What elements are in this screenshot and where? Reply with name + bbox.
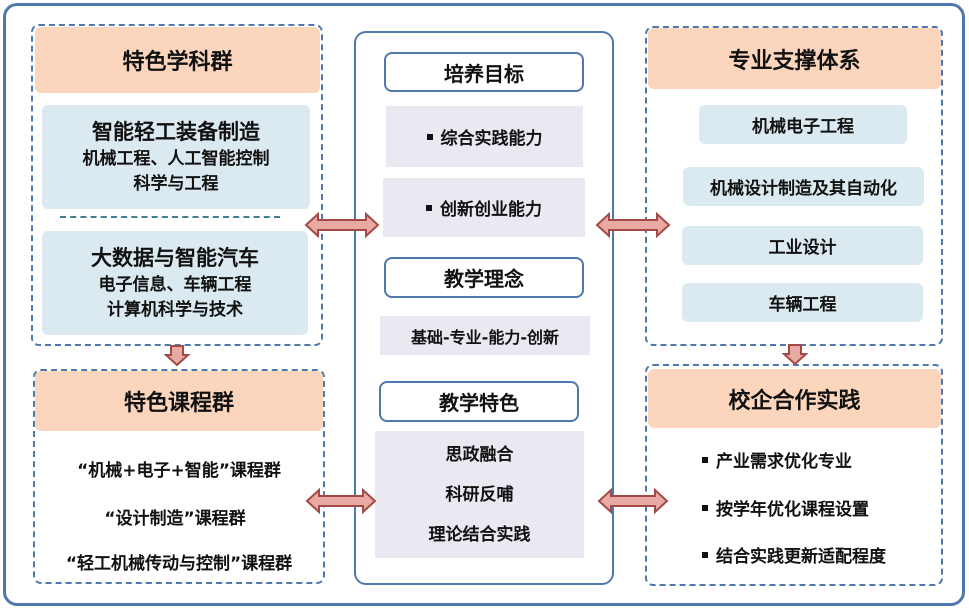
cooperation-title: 校企合作实践 — [648, 369, 941, 428]
outer-frame — [3, 3, 965, 606]
goal-item-box: 创新创业能力 — [383, 178, 585, 237]
course-item: “机械+电子+智能”课程群 — [77, 461, 281, 481]
cluster-line: 科学与工程 — [133, 174, 219, 194]
major-name: 机械电子工程 — [752, 117, 854, 137]
double-arrow-right-top-icon — [595, 211, 671, 239]
feature-item: 理论结合实践 — [428, 524, 531, 545]
double-arrow-left-top-icon — [304, 211, 380, 239]
cluster-line: 计算机科学与技术 — [107, 300, 243, 320]
center-panel — [354, 31, 614, 585]
cluster-line: 机械工程、人工智能控制 — [82, 149, 270, 169]
major-name: 机械设计制造及其自动化 — [710, 179, 897, 199]
down-arrow-left-icon — [163, 345, 191, 367]
cluster-divider — [60, 216, 280, 218]
cluster-name: 大数据与智能汽车 — [91, 246, 259, 270]
philosophy-text: 基础-专业-能力-创新 — [411, 327, 559, 347]
cluster-name: 智能轻工装备制造 — [92, 120, 260, 144]
cooperation-item: 结合实践更新适配程度 — [702, 542, 886, 567]
major-box: 工业设计 — [682, 226, 923, 265]
major-box: 机械电子工程 — [699, 105, 907, 144]
goals-title: 培养目标 — [384, 52, 584, 92]
course-group-panel — [33, 369, 325, 584]
major-box: 机械设计制造及其自动化 — [683, 167, 924, 206]
discipline-group-title: 特色学科群 — [35, 27, 320, 93]
major-name: 车辆工程 — [768, 295, 837, 315]
course-item: “轻工机械传动与控制”课程群 — [65, 554, 293, 574]
major-box: 车辆工程 — [682, 283, 923, 322]
feature-item: 思政融合 — [445, 444, 514, 465]
feature-item: 科研反哺 — [445, 484, 514, 505]
cooperation-item: 产业需求优化专业 — [702, 447, 852, 472]
course-item: “设计制造”课程群 — [104, 509, 246, 529]
major-name: 工业设计 — [768, 238, 837, 258]
goal-item: 创新创业能力 — [426, 195, 542, 220]
features-title: 教学特色 — [379, 381, 579, 422]
philosophy-box: 基础-专业-能力-创新 — [380, 316, 590, 355]
goal-item: 综合实践能力 — [427, 124, 543, 149]
cluster-card-1: 智能轻工装备制造 机械工程、人工智能控制 科学与工程 — [42, 105, 310, 209]
goal-item-box: 综合实践能力 — [386, 106, 583, 167]
cooperation-panel — [645, 364, 943, 586]
cluster-card-2: 大数据与智能汽车 电子信息、车辆工程 计算机科学与技术 — [42, 231, 308, 335]
cooperation-item: 按学年优化课程设置 — [702, 495, 869, 520]
double-arrow-right-bottom-icon — [597, 487, 669, 515]
course-group-title: 特色课程群 — [35, 371, 323, 431]
support-title: 专业支撑体系 — [648, 28, 941, 89]
philosophy-title: 教学理念 — [384, 257, 584, 298]
down-arrow-right-icon — [781, 344, 809, 366]
double-arrow-left-bottom-icon — [305, 487, 377, 515]
cluster-line: 电子信息、车辆工程 — [98, 275, 252, 295]
features-box: 思政融合 科研反哺 理论结合实践 — [375, 431, 584, 558]
